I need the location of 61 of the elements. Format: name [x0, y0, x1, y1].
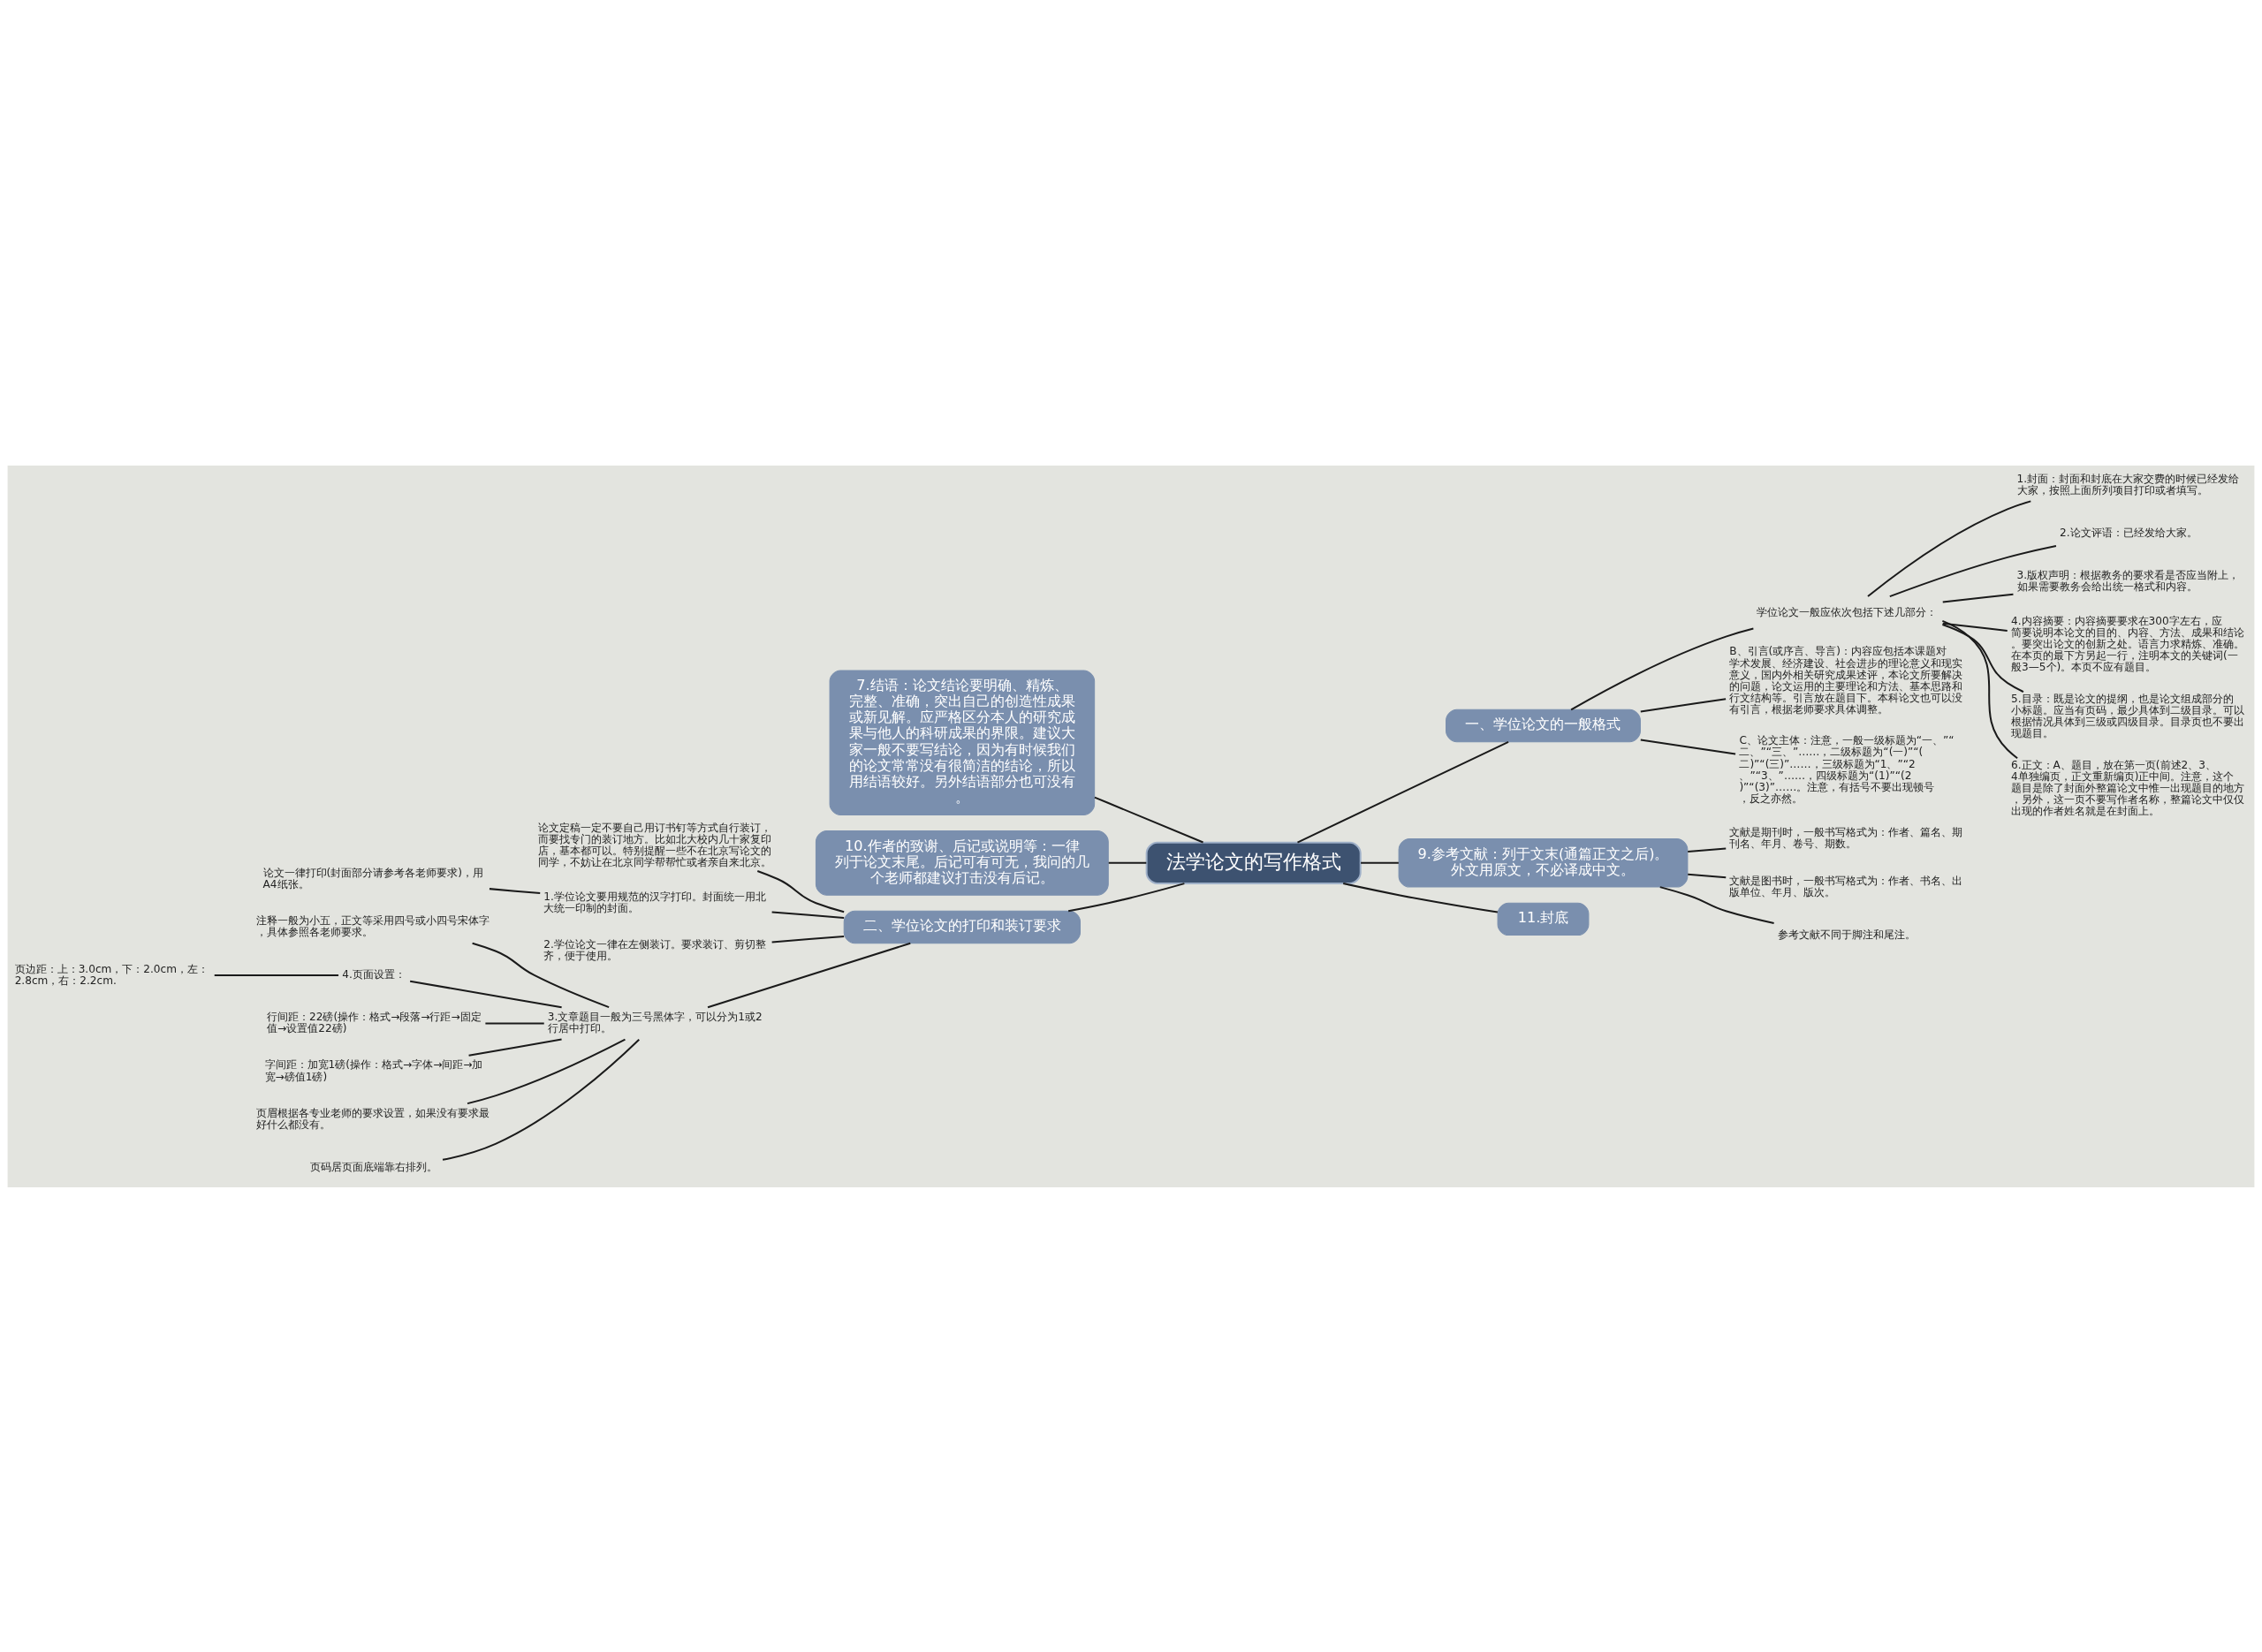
node-text: 4.页面设置：: [342, 967, 406, 981]
connector: [467, 1038, 626, 1104]
node-box: 二、学位论文的打印和装订要求: [843, 910, 1081, 943]
node-text: 文献是期刊时，一般书写格式为：作者、篇名、期刊名、年月、卷号、期数。: [1729, 825, 1963, 850]
connector: [1688, 847, 1727, 853]
connector: [468, 1038, 562, 1057]
connector: [214, 974, 339, 976]
connector: [1659, 885, 1774, 924]
connector: [1942, 623, 2024, 693]
connector: [1108, 861, 1147, 864]
connector: [1343, 882, 1499, 913]
node-box: 7.结语：论文结论要明确、精炼、完整、准确，突出自己的创造性成果或新见解。应严格区分本人的研究成果与他人的科研成果的界限。建议大家一般不要写结论，因为有时候我们的论文常常没有很简洁的结论，所以用结语较好。另外结语部分也可没有。: [829, 670, 1096, 815]
node-text: 行间距：22磅(操作：格式→段落→行距→固定值→设置值22磅): [267, 1010, 482, 1034]
node-text: 5.目录：既是论文的提纲，也是论文组成部分的小标题。应当有页码，最少具体到二级目录。可以根据情况具体到三级或四级目录。目录页也不要出现题目。: [2011, 692, 2245, 739]
connector: [1640, 697, 1727, 712]
connector: [1889, 544, 2057, 597]
node-text: 页眉根据各专业老师的要求设置，如果没有要求最好什么都没有。: [256, 1106, 490, 1131]
node-text: 2.学位论文一律在左侧装订。要求装订、剪切整齐，便于使用。: [543, 937, 766, 962]
node-text: B、引言(或序言、导言)：内容应包括本课题对学术发展、经济建设、社会进步的理论意义和现实意义，国内外相关研究成果述评，本论文所要解决的问题，论文运用的主要理论和方法、基本思路和行文结构等。引言放在题目下。本科论文也可以没有引言，根据老师要求具体调整。: [1729, 644, 1963, 716]
connector: [1067, 882, 1185, 912]
node-text: 文献是图书时，一般书写格式为：作者、书名、出版单位、年月、版次。: [1729, 874, 1963, 898]
node-box: 9.参考文献：列于文末(通篇正文之后)。外文用原文，不必译成中文。: [1398, 837, 1689, 888]
node-text: 2.论文评语：已经发给大家。: [2060, 526, 2197, 539]
node-text: 学位论文一般应依次包括下述几部分：: [1756, 605, 1937, 618]
connector: [1361, 861, 1399, 864]
node-box: 11.封底: [1497, 902, 1590, 936]
connector: [472, 942, 610, 1008]
node-text: C、论文主体：注意，一般一级标题为“一、”“二、”“三、”……，二级标题为“(一)”“(二)”“(三)”……，三级标题为“1、”“2、”“3、”……，四级标题为“(1)”“(2)”“(3)”……。注意，有括号不要出现顿号，反之亦然。: [1739, 733, 1955, 805]
connector: [707, 942, 911, 1008]
node-text: 字间距：加宽1磅(操作：格式→字体→间距→加宽→磅值1磅): [264, 1057, 483, 1083]
connector: [1867, 499, 2031, 597]
connector: [1094, 796, 1203, 843]
node-text: 论文一律打印(封面部分请参考各老师要求)，用A4纸张。: [262, 866, 484, 890]
connector: [1942, 622, 2008, 632]
node-text: 1.学位论文要用规范的汉字打印。封面统一用北大统一印制的封面。: [543, 890, 766, 914]
node-text: 3.版权声明：根据教务的要求看是否应当附上，如果需要教务会给出统一格式和内容。: [2016, 568, 2240, 593]
node-text: 页边距：上：3.0cm，下：2.0cm，左：2.8cm，右：2.2cm.: [14, 962, 209, 987]
connector: [1688, 873, 1727, 878]
connector: [485, 1021, 544, 1024]
node-text: 6.正文：A、题目，放在第一页(前述2、3、4单独编页，正文重新编页)正中间。注意，这个题目是除了封面外整篇论文中惟一出现题目的地方，另外，这一页不要写作者名称，整篇论文中仅仅出现的作者姓名就是在封面上。: [2011, 758, 2245, 817]
node-text: 注释一般为小五，正文等采用四号或小四号宋体字，具体参照各老师要求。: [256, 913, 490, 938]
connector: [771, 935, 845, 943]
connector: [756, 869, 845, 913]
connector: [409, 980, 562, 1008]
connector: [1640, 739, 1736, 754]
connector: [1570, 627, 1754, 710]
node-text: 论文定稿一定不要自己用订书钉等方式自行装订，而要找专门的装订地方。比如北大校内几十家复印店，基本都可以。特别提醒一些不在北京写论文的同学，不妨让在北京同学帮帮忙或者亲自来北京。: [537, 821, 771, 868]
node-box: 法学论文的写作格式: [1145, 841, 1362, 884]
node-text: 3.文章题目一般为三号黑体字，可以分为1或2行居中打印。: [547, 1010, 763, 1034]
node-box: 一、学位论文的一般格式: [1446, 709, 1641, 742]
node-text: 4.内容摘要：内容摘要要求在300字左右，应简要说明本论文的目的、内容、方法、成果和结论。要突出论文的创新之处。语言力求精炼、准确。在本页的最下方另起一行，注明本文的关键词(一般3—5个)。本页不应有题目。: [2011, 614, 2245, 673]
node-box: 10.作者的致谢、后记或说明等：一律列于论文末尾。后记可有可无，我问的几个老师都建议打击没有后记。: [815, 830, 1109, 896]
node-text: 页码居页面底端靠右排列。: [309, 1160, 437, 1173]
connector: [1942, 619, 2018, 759]
connector: [771, 911, 845, 919]
node-text: 参考文献不同于脚注和尾注。: [1777, 928, 1916, 941]
node-text: 1.封面：封面和封底在大家交费的时候已经发给大家，按照上面所列项目打印或者填写。: [2016, 472, 2240, 496]
connector: [1942, 593, 2014, 603]
connector: [442, 1038, 640, 1161]
connector: [489, 887, 541, 894]
connector: [1297, 740, 1509, 843]
